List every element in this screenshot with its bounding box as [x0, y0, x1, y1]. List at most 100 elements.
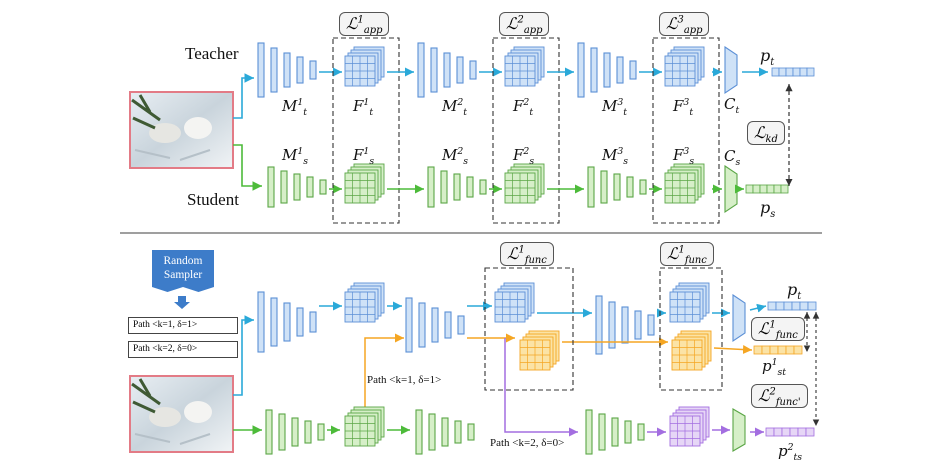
- student-classifier-label: Cs: [724, 147, 740, 167]
- bt-teacher-to-output: [749, 303, 767, 313]
- func-loss-2-sub: func: [684, 255, 707, 267]
- teacher-feature-label-3-sub: t: [689, 107, 694, 118]
- app-loss-region-1: [332, 37, 400, 224]
- student-feature-label-1-letter: F: [353, 146, 364, 164]
- teacher-module-label-2-sup: 2: [457, 97, 464, 108]
- student-module-label-2-sub: s: [463, 156, 469, 167]
- student-module-1: [267, 166, 327, 208]
- teacher-module-label-3-sup: 3: [617, 97, 624, 108]
- func-loss-right-2-sub: func': [775, 397, 801, 409]
- student-classifier: [724, 164, 738, 214]
- ts-output-label-sup: 2: [787, 442, 794, 453]
- teacher-output-vector: [771, 67, 815, 77]
- ts-output-vector: [765, 427, 815, 437]
- app-loss-2-sup: 2: [517, 14, 524, 26]
- teacher-module-3-layer: [577, 42, 585, 98]
- app-loss-2: ℒ2app: [499, 12, 550, 36]
- student-feature-label-2: F2s: [513, 146, 534, 166]
- input-image-bottom: [129, 375, 234, 453]
- student-output-label: ps: [760, 198, 776, 221]
- teacher-module-3-layer: [590, 47, 598, 93]
- bt-teacher-module-3-layer: [634, 310, 642, 340]
- teacher-feature-label-3-sup: 3: [683, 97, 690, 108]
- student-module-label-2-letter: M: [442, 146, 458, 164]
- teacher-module-2-layer: [443, 52, 451, 88]
- bt-student-module-2-layer: [467, 423, 475, 441]
- bt-teacher-feature-2: [494, 282, 535, 323]
- student-module-3-layer: [587, 166, 595, 208]
- teacher-module-2-layer: [430, 47, 438, 93]
- teacher-classifier-label-sub: t: [735, 105, 740, 116]
- arrow-image-to-teacher: [233, 73, 254, 119]
- bt-teacher-classifier: [732, 293, 746, 343]
- student-module-1-layer: [267, 166, 275, 208]
- ts-output-label-letter: p: [778, 442, 788, 460]
- student-feature-2: [504, 163, 545, 204]
- teacher-label: Teacher: [185, 44, 239, 63]
- bt-student-module-3-layer: [585, 409, 593, 455]
- bt-student-module-2: [415, 409, 475, 455]
- bt-student-module-1-layer: [317, 423, 325, 441]
- path2-inline-label: Path <k=2, δ=0>: [490, 437, 565, 449]
- path2-feature: [669, 406, 710, 447]
- student-module-label-3: M3s: [602, 146, 628, 166]
- bt-teacher-feature-3: [669, 282, 710, 323]
- st-output-label-letter: p: [762, 357, 772, 375]
- path1-feature-2: [671, 330, 712, 371]
- teacher-feature-label-1-sup: 1: [363, 97, 370, 108]
- student-module-3-layer: [613, 173, 621, 201]
- path2-legend-text: Path <k=2, δ=0>: [133, 344, 198, 354]
- bt-student-module-3: [585, 409, 645, 455]
- bt-teacher-module-1-layer: [296, 307, 304, 337]
- student-module-3-layer: [626, 176, 634, 198]
- teacher-output-label-sub: t: [770, 57, 775, 69]
- path1-legend: Path <k=1, δ=1>: [128, 317, 238, 334]
- app-loss-1: ℒ1app: [339, 12, 390, 36]
- app-loss-region-3: [652, 37, 720, 224]
- teacher-module-label-1-sub: t: [303, 107, 308, 118]
- bt-student-module-3-layer: [611, 417, 619, 447]
- teacher-feature-label-1-letter: F: [353, 97, 364, 115]
- student-module-label-3-letter: M: [602, 146, 618, 164]
- teacher-module-label-3-sub: t: [623, 107, 628, 118]
- student-classifier-label-letter: C: [724, 147, 736, 165]
- path2-legend: Path <k=2, δ=0>: [128, 341, 238, 358]
- func-loss-1: ℒ1func: [500, 242, 554, 266]
- bt-student-module-1-layer: [291, 417, 299, 447]
- teacher-module-label-3: M3t: [602, 97, 628, 118]
- bt-teacher-module-2-layer: [418, 302, 426, 348]
- teacher-feature-label-2-letter: F: [513, 97, 524, 115]
- student-feature-label-2-sup: 2: [523, 146, 530, 157]
- func-loss-region-1: [484, 267, 574, 391]
- bt-teacher-module-3-layer: [608, 301, 616, 349]
- student-module-label-2-sup: 2: [457, 146, 464, 157]
- bt-teacher-feature-1: [344, 282, 385, 323]
- bt-teacher-module-1-layer: [283, 302, 291, 342]
- student-module-2-layer: [466, 176, 474, 198]
- student-module-1-layer: [306, 176, 314, 198]
- ts-output-label-sub: ts: [793, 452, 803, 463]
- teacher-module-label-1-sup: 1: [297, 97, 304, 108]
- student-feature-label-1-sub: s: [369, 156, 375, 167]
- path1-inline-label: Path <k=1, δ=1>: [367, 374, 442, 386]
- func-loss-right-1: ℒ1func: [751, 317, 805, 341]
- bt-teacher-module-3-layer: [621, 306, 629, 344]
- student-feature-label-2-letter: F: [513, 146, 524, 164]
- func-loss-region-2: [659, 267, 723, 391]
- student-feature-3: [664, 163, 705, 204]
- teacher-feature-label-1-sub: t: [369, 107, 374, 118]
- student-module-3-layer: [600, 170, 608, 204]
- sampler-down-arrow: [174, 296, 190, 309]
- teacher-feature-3: [664, 46, 705, 87]
- teacher-feature-label-2-sup: 2: [523, 97, 530, 108]
- teacher-classifier-label: Ct: [724, 95, 740, 116]
- app-loss-3: ℒ3app: [659, 12, 710, 36]
- teacher-feature-label-2-sub: t: [529, 107, 534, 118]
- bt-teacher-module-2-layer: [431, 307, 439, 343]
- func-loss-right-2-symbol: ℒ: [758, 386, 770, 405]
- student-output-label-sub: s: [770, 209, 776, 221]
- teacher-module-label-2: M2t: [442, 97, 467, 117]
- student-module-label-1-sub: s: [303, 156, 309, 167]
- func-loss-1-sup: 1: [518, 244, 525, 256]
- student-module-1-layer: [280, 170, 288, 204]
